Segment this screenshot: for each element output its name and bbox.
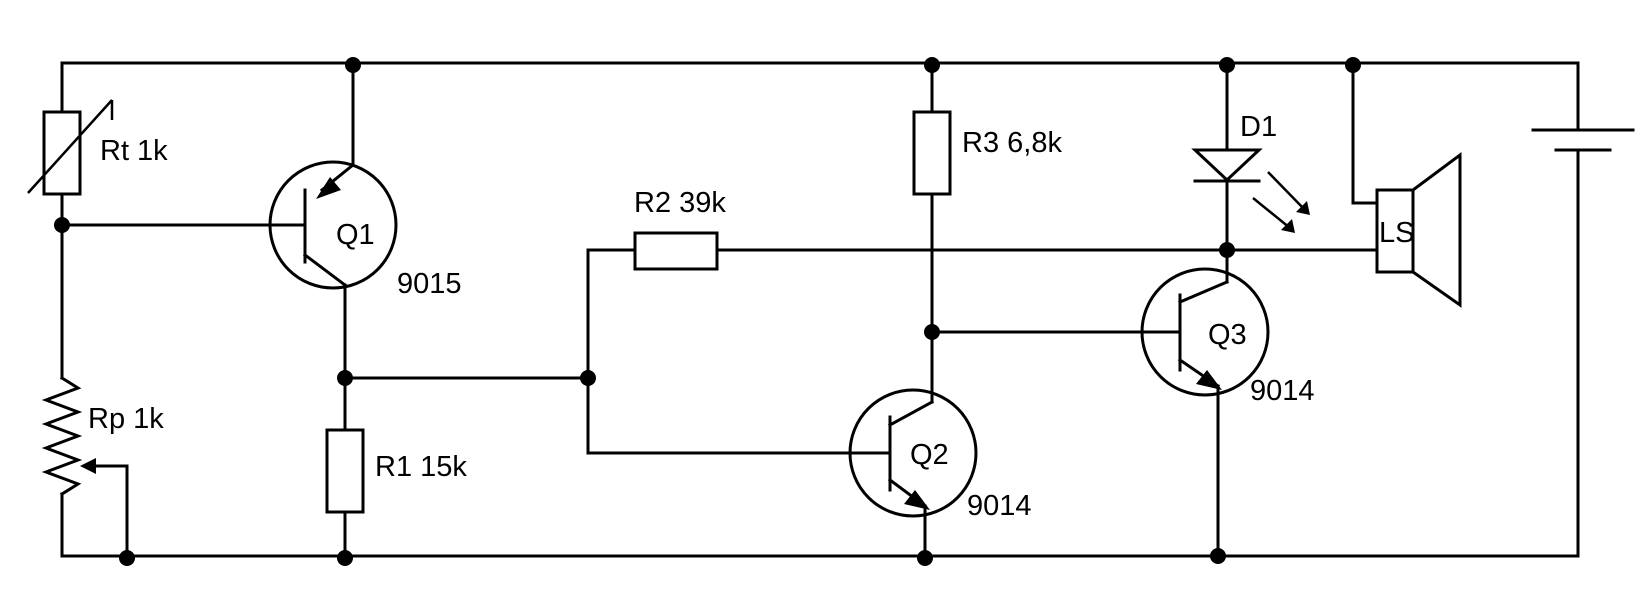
q1-part-label: 9015 bbox=[397, 268, 462, 300]
resistor-r1 bbox=[325, 376, 365, 558]
rp-label: Rp 1k bbox=[88, 403, 164, 435]
junction-dot bbox=[1219, 57, 1235, 73]
junction-dot bbox=[1345, 57, 1361, 73]
q2-label: Q2 bbox=[910, 439, 949, 471]
q3-label: Q3 bbox=[1208, 319, 1247, 351]
battery-symbol bbox=[1531, 61, 1635, 558]
junction-dot bbox=[1210, 548, 1226, 564]
r2-label: R2 39k bbox=[634, 187, 726, 219]
transistor-q2 bbox=[848, 386, 978, 558]
q3-part-label: 9014 bbox=[1250, 375, 1315, 407]
speaker-ls bbox=[1351, 61, 1462, 308]
junction-dot bbox=[917, 550, 933, 566]
transistor-q1 bbox=[268, 61, 398, 380]
junction-dot bbox=[337, 550, 353, 566]
r3-label: R3 6,8k bbox=[962, 127, 1062, 159]
ls-label: LS bbox=[1379, 217, 1414, 249]
potentiometer-rp bbox=[41, 223, 129, 558]
junction-dot bbox=[924, 57, 940, 73]
led-d1 bbox=[1191, 61, 1310, 252]
transistor-q3 bbox=[1140, 248, 1270, 558]
rt-label: Rt 1k bbox=[100, 135, 168, 167]
d1-label: D1 bbox=[1240, 111, 1277, 143]
q2-part-label: 9014 bbox=[967, 490, 1032, 522]
junction-dot bbox=[345, 57, 361, 73]
junction-dot bbox=[119, 550, 135, 566]
resistor-r2 bbox=[586, 231, 1379, 271]
q1-label: Q1 bbox=[336, 219, 375, 251]
r1-label: R1 15k bbox=[375, 451, 467, 483]
